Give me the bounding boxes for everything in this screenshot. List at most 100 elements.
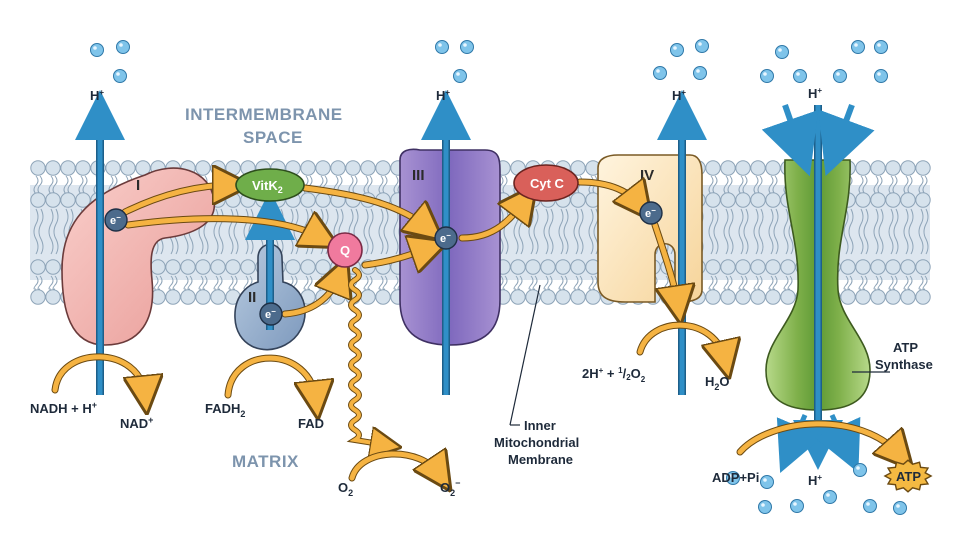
lipid-head (765, 192, 781, 208)
lipid-tail (558, 208, 564, 255)
lipid-tail (772, 175, 778, 195)
lipid-head (195, 289, 211, 305)
fad-label: FAD (298, 416, 324, 431)
lipid-tail (213, 275, 219, 290)
lipid-head (45, 289, 61, 305)
lipid-tail (368, 208, 374, 255)
proton-bubble-highlight (463, 43, 467, 47)
lipid-tail (858, 275, 864, 290)
lipid-head (375, 289, 391, 305)
synthase-label-2: Synthase (875, 357, 933, 372)
proton-bubble (874, 69, 888, 83)
lipid-tail (183, 275, 189, 290)
membrane-label-1: Inner (524, 418, 556, 433)
lipid-head (525, 259, 541, 275)
lipid-tail (907, 175, 913, 195)
lipid-tail (37, 275, 43, 290)
water-arc (637, 322, 725, 360)
lipid-tail (753, 275, 759, 290)
lipid-tail (517, 275, 523, 290)
proton-bubble-highlight (456, 72, 460, 76)
lipid-tail (873, 175, 879, 195)
lipid-head (915, 192, 931, 208)
lipid-tail (843, 208, 849, 255)
lipid-tail (33, 175, 39, 195)
lipid-tail (758, 208, 764, 255)
lipid-tail (513, 275, 519, 290)
lipid-tail (232, 275, 238, 290)
lipid-tail (558, 275, 564, 290)
lipid-tail (858, 208, 864, 255)
lipid-tail (578, 208, 584, 255)
proton-bubble-highlight (93, 46, 97, 50)
lipid-tail (543, 208, 549, 255)
o2-arc (349, 454, 440, 478)
lipid-tail (588, 208, 594, 255)
lipid-tail (548, 208, 554, 255)
proton-bubble-highlight (696, 69, 700, 73)
proton-label: H+ (436, 88, 450, 103)
lipid-head (720, 160, 736, 176)
lipid-tail (33, 208, 39, 255)
complex-3-label: III (412, 167, 425, 184)
proton-bubble-highlight (796, 72, 800, 76)
lipid-tail (172, 275, 178, 290)
lipid-head (885, 192, 901, 208)
lipid-head (315, 259, 331, 275)
lipid-tail (907, 275, 913, 290)
lipid-head (705, 192, 721, 208)
lipid-head (885, 160, 901, 176)
lipid-tail (528, 275, 534, 290)
lipid-head (195, 160, 211, 176)
proton-label: H+ (90, 88, 104, 103)
lipid-tail (228, 275, 234, 290)
lipid-tail (63, 175, 69, 195)
lipid-tail (187, 275, 193, 290)
lipid-head (45, 259, 61, 275)
lipid-tail (738, 208, 744, 255)
lipid-tail (502, 275, 508, 290)
lipid-tail (33, 275, 39, 290)
lipid-tail (393, 208, 399, 255)
q-carrier: Q (327, 232, 363, 268)
lipid-tail (903, 275, 909, 290)
flow-1-to-q (125, 219, 322, 238)
vitk2-label: VitK2 (252, 178, 283, 195)
lipid-head (705, 289, 721, 305)
lipid-tail (863, 208, 869, 255)
proton-bubble (90, 43, 104, 57)
nadh-label: NADH + H+ (30, 400, 97, 416)
lipid-head (75, 160, 91, 176)
lipid-tail (217, 275, 223, 290)
lipid-tail (893, 208, 899, 255)
lipid-tail (773, 208, 779, 255)
complex-1-label: I (136, 177, 140, 194)
lipid-head (720, 289, 736, 305)
lipid-head (30, 160, 46, 176)
o2-arc-outline (348, 450, 444, 482)
atp-badge-shape (883, 459, 933, 493)
superoxide-path (349, 268, 386, 445)
lipid-head (300, 192, 316, 208)
lipid-head (375, 160, 391, 176)
synthase-inflow-left (761, 104, 819, 177)
lipid-head (210, 259, 226, 275)
lipid-head (900, 289, 916, 305)
complex-2-label: II (248, 289, 256, 306)
lipid-tail (888, 208, 894, 255)
atp-badge: ATP (883, 459, 933, 493)
electron-flow (51, 182, 900, 482)
lipid-head (720, 192, 736, 208)
lipid-head (855, 160, 871, 176)
proton-bubble-highlight (866, 502, 870, 506)
lipid-tail (573, 275, 579, 290)
lipid-tail (562, 275, 568, 290)
electron-icon (434, 226, 458, 250)
proton-bubble (863, 499, 877, 513)
lipid-tail (848, 208, 854, 255)
lipid-tail (708, 208, 714, 255)
proton-bubble-highlight (673, 46, 677, 50)
proton-bubble (853, 463, 867, 477)
lipid-head (225, 192, 241, 208)
cytc-carrier: Cyt C (513, 164, 579, 202)
